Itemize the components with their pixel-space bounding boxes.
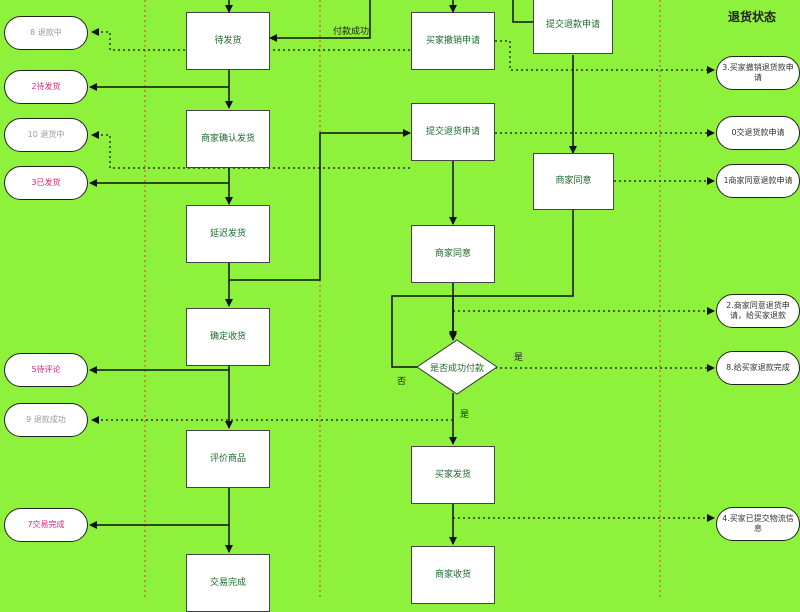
- box-confirm-receipt: 确定收货: [186, 308, 270, 366]
- status-merchant-agree-return: 2.商家同意退货申请，给买家退款: [716, 294, 800, 328]
- box-review: 评价商品: [186, 430, 270, 488]
- status-submit-request: 0交退货款申请: [716, 116, 800, 150]
- status-buyer-cancel: 3.买家撤销退货款申请: [716, 56, 800, 90]
- box-submit-return: 提交退货申请: [411, 103, 495, 161]
- state-shipped: 3已发货: [4, 166, 88, 200]
- state-wait-review: 5待评论: [4, 353, 88, 387]
- box-merchant-agree-refund: 商家同意: [533, 153, 614, 210]
- flow-lines: [89, 0, 577, 553]
- edge-label-pay-success: 付款成功: [333, 27, 370, 37]
- state-refunding: 8 退款中: [4, 16, 88, 50]
- status-refund-complete: 8.给买家退款完成: [716, 351, 800, 385]
- column-dividers: [144, 0, 661, 600]
- box-buyer-ship: 买家发货: [411, 446, 495, 504]
- decision-label: 是否成功付款: [429, 364, 484, 374]
- status-lines: [91, 28, 715, 522]
- status-buyer-logistics: 4.买家已提交物流信息: [716, 507, 800, 541]
- state-refund-success: 9 退款成功: [4, 403, 88, 437]
- status-merchant-agree-refund: 1商家同意退款申请: [716, 164, 800, 198]
- decision-diamond: [416, 339, 498, 395]
- box-trade-done: 交易完成: [186, 554, 270, 612]
- panel-title: 退货状态: [728, 10, 777, 24]
- state-returning: 10 退货中: [4, 118, 88, 152]
- box-cancel-request: 买家撤销申请: [411, 12, 495, 70]
- box-submit-refund: 提交退款申请: [533, 0, 613, 54]
- edge-label-yes-right: 是: [514, 353, 524, 363]
- state-trade-complete: 7交易完成: [4, 508, 88, 542]
- box-confirm-ship: 商家确认发货: [186, 110, 270, 168]
- edge-label-yes-down: 是: [460, 410, 470, 420]
- edge-label-no: 否: [397, 377, 407, 387]
- box-merchant-receive: 商家收货: [411, 546, 495, 604]
- box-wait-ship: 待发货: [186, 12, 270, 70]
- box-delay-ship: 延迟发货: [186, 205, 270, 263]
- state-wait-ship: 2待发货: [4, 70, 88, 104]
- box-merchant-agree-return: 商家同意: [411, 225, 495, 283]
